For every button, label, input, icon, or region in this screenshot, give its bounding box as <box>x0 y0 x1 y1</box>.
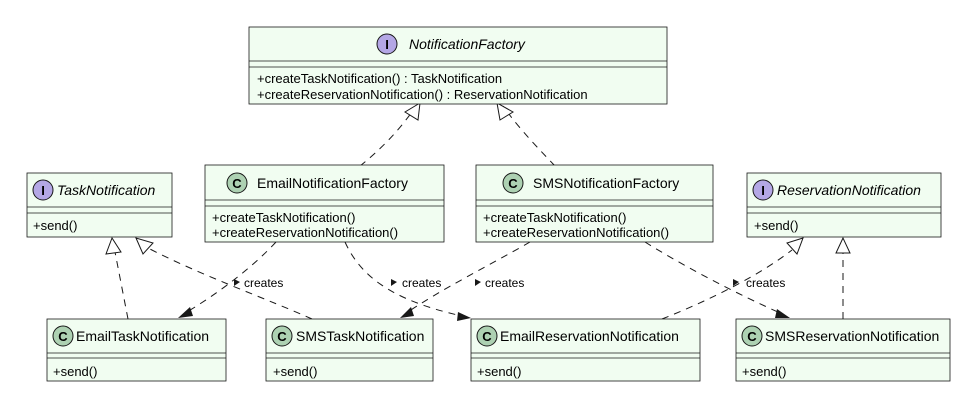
method: +send() <box>33 218 77 233</box>
method: +createTaskNotification() <box>212 210 355 225</box>
edge-label-creates: creates <box>485 276 524 290</box>
label-direction-marker <box>733 279 739 286</box>
edge-email-reservation-realizes-reservation-notification <box>661 249 793 320</box>
edge-label-creates: creates <box>746 276 785 290</box>
method: +send() <box>742 364 786 379</box>
edge-email-task-realizes-task-notification <box>114 251 129 320</box>
edge-sms-task-realizes-task-notification <box>147 247 313 320</box>
interface-task-notification[interactable]: I TaskNotification +send() <box>26 172 173 238</box>
badge-letter: C <box>277 329 287 344</box>
interface-notification-factory[interactable]: I NotificationFactory +createTaskNotific… <box>248 26 668 105</box>
method: +createReservationNotification() <box>212 225 398 240</box>
badge-letter: C <box>747 329 757 344</box>
badge-letter: I <box>761 183 765 198</box>
class-name: SMSTaskNotification <box>296 328 424 344</box>
class-box <box>735 318 951 382</box>
class-email-reservation-notification[interactable]: C EmailReservationNotification +send() <box>470 318 701 382</box>
interface-reservation-notification[interactable]: I ReservationNotification +send() <box>746 172 942 238</box>
class-name: EmailTaskNotification <box>76 328 209 344</box>
class-box <box>470 318 701 382</box>
dependency-arrowhead <box>775 309 790 318</box>
class-badge-icon <box>226 172 248 194</box>
badge-letter: C <box>58 329 68 344</box>
class-badge-icon <box>271 325 293 347</box>
method: +send() <box>477 364 521 379</box>
edge-email-factory-creates-email-task <box>186 241 277 313</box>
dependency-arrowhead <box>400 307 414 318</box>
dependency-arrowhead <box>178 307 193 318</box>
class-name: EmailNotificationFactory <box>257 175 408 191</box>
realization-arrowhead <box>496 102 514 121</box>
edge-sms-factory-creates-sms-task <box>407 241 531 313</box>
realization-arrowhead <box>786 237 804 255</box>
edge-label-creates: creates <box>402 276 441 290</box>
class-badge-icon <box>502 172 524 194</box>
badge-letter: I <box>41 183 45 198</box>
badge-letter: C <box>508 176 518 191</box>
label-direction-marker <box>475 279 481 286</box>
realization-arrowhead <box>105 236 122 255</box>
class-name: EmailReservationNotification <box>500 328 679 344</box>
class-name: SMSNotificationFactory <box>533 175 679 191</box>
badge-letter: C <box>232 176 242 191</box>
class-box <box>265 318 434 382</box>
class-sms-notification-factory[interactable]: C SMSNotificationFactory +createTaskNoti… <box>475 164 714 243</box>
method: +send() <box>273 364 317 379</box>
class-sms-reservation-notification[interactable]: C SMSReservationNotification +send() <box>735 318 951 382</box>
edge-label-creates: creates <box>244 276 283 290</box>
method: +send() <box>754 218 798 233</box>
realization-arrowhead <box>404 102 421 121</box>
class-sms-task-notification[interactable]: C SMSTaskNotification +send() <box>265 318 434 382</box>
badge-letter: C <box>482 329 492 344</box>
method: +createTaskNotification() : TaskNotifica… <box>257 71 502 86</box>
dependency-arrowhead <box>457 312 471 321</box>
class-box <box>248 26 668 105</box>
method: +createReservationNotification() <box>483 225 669 240</box>
class-badge-icon <box>476 325 498 347</box>
class-name: NotificationFactory <box>409 36 526 52</box>
edges: creates creates creates creates <box>105 102 851 321</box>
label-direction-marker <box>234 279 240 286</box>
class-email-task-notification[interactable]: C EmailTaskNotification +send() <box>46 318 227 382</box>
interface-badge-icon <box>752 179 774 201</box>
class-box <box>46 318 227 382</box>
edge-sms-factory-creates-sms-reservation <box>644 241 781 314</box>
class-email-notification-factory[interactable]: C EmailNotificationFactory +createTaskNo… <box>204 164 445 243</box>
badge-letter: I <box>385 37 389 52</box>
class-badge-icon <box>741 325 763 347</box>
realization-arrowhead <box>835 236 851 254</box>
label-direction-marker <box>391 279 397 286</box>
method: +createTaskNotification() <box>483 210 626 225</box>
edge-sms-factory-realizes-notification-factory <box>502 105 556 167</box>
class-badge-icon <box>52 325 74 347</box>
class-name: ReservationNotification <box>777 182 921 198</box>
realization-arrowhead <box>135 237 154 255</box>
method: +send() <box>53 364 97 379</box>
interface-badge-icon <box>32 179 54 201</box>
edge-email-factory-creates-email-reservation <box>344 241 463 317</box>
interface-badge-icon <box>376 33 398 55</box>
class-name: TaskNotification <box>57 182 156 198</box>
class-box <box>746 172 942 238</box>
edge-email-factory-realizes-notification-factory <box>359 105 417 167</box>
method: +createReservationNotification() : Reser… <box>257 87 588 102</box>
class-name: SMSReservationNotification <box>765 328 939 344</box>
